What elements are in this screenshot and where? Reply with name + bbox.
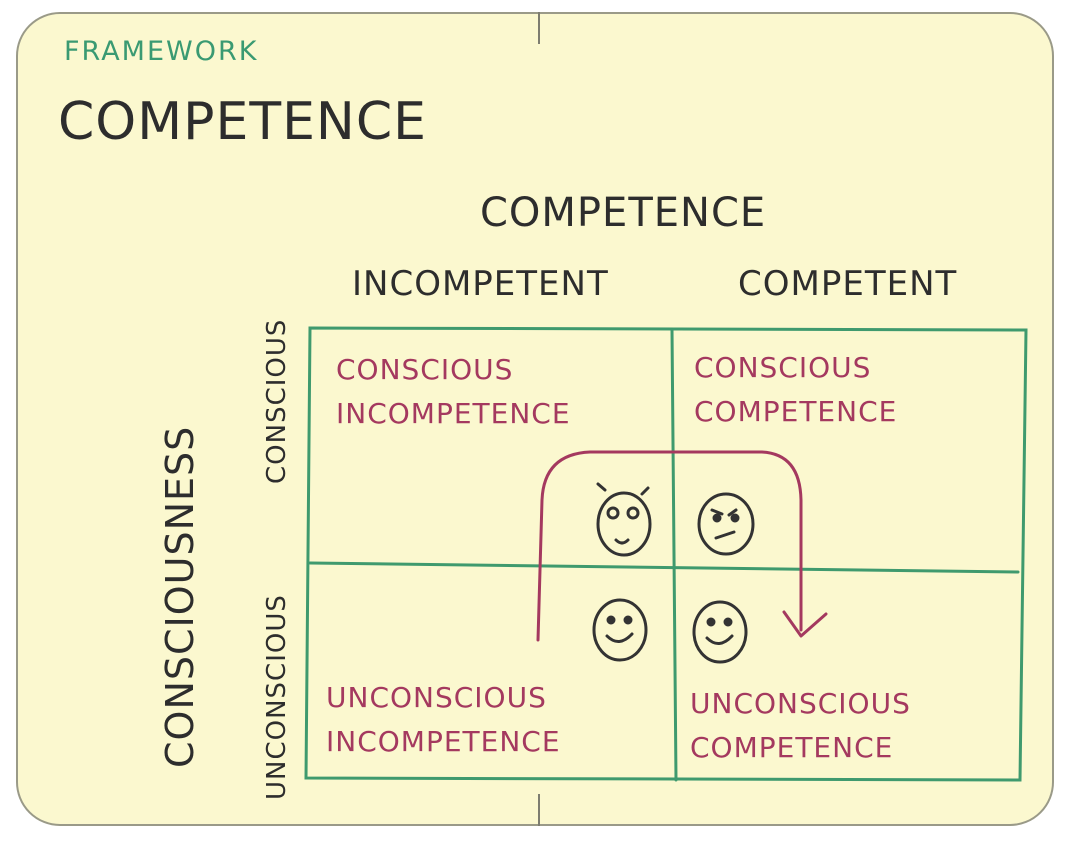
learning-path-arrow: [536, 450, 828, 642]
quadrant-unconscious-competence: UNCONSCIOUS COMPETENCE: [690, 682, 911, 770]
grid-horizontal-divider: [308, 561, 1020, 574]
quadrant-label-line: CONSCIOUS: [694, 351, 872, 384]
quadrant-label-line: CONSCIOUS: [336, 353, 514, 386]
arrow-head-icon: [782, 610, 828, 638]
quadrant-label-line: UNCONSCIOUS: [326, 681, 547, 714]
quadrant-label-line: COMPETENCE: [694, 395, 898, 428]
card-top-divider: [538, 12, 540, 44]
quadrant-label-line: COMPETENCE: [690, 731, 894, 764]
framework-kicker: FRAMEWORK: [64, 36, 259, 67]
grid-vertical-divider: [670, 328, 678, 782]
quadrant-unconscious-incompetence: UNCONSCIOUS INCOMPETENCE: [326, 676, 561, 764]
smiling-face-icon: [692, 600, 748, 664]
quadrant-label-line: INCOMPETENCE: [336, 397, 571, 430]
quadrant-label-line: INCOMPETENCE: [326, 725, 561, 758]
concentrating-face-icon: [697, 492, 755, 556]
column-header-competent: COMPETENT: [738, 264, 958, 304]
page-title: COMPETENCE: [58, 92, 427, 152]
quadrant-conscious-incompetence: CONSCIOUS INCOMPETENCE: [336, 348, 571, 436]
grid-outer-border: [304, 326, 1028, 782]
surprised-face-icon: [596, 482, 652, 557]
quadrant-grid: [304, 326, 1028, 782]
quadrant-label-line: UNCONSCIOUS: [690, 687, 911, 720]
sketch-card: [16, 12, 1054, 826]
competence-axis-label: COMPETENCE: [480, 190, 767, 236]
card-bottom-divider: [538, 794, 540, 826]
column-header-incompetent: INCOMPETENT: [352, 264, 609, 304]
quadrant-conscious-competence: CONSCIOUS COMPETENCE: [694, 346, 897, 434]
smiling-face-icon: [592, 598, 648, 662]
